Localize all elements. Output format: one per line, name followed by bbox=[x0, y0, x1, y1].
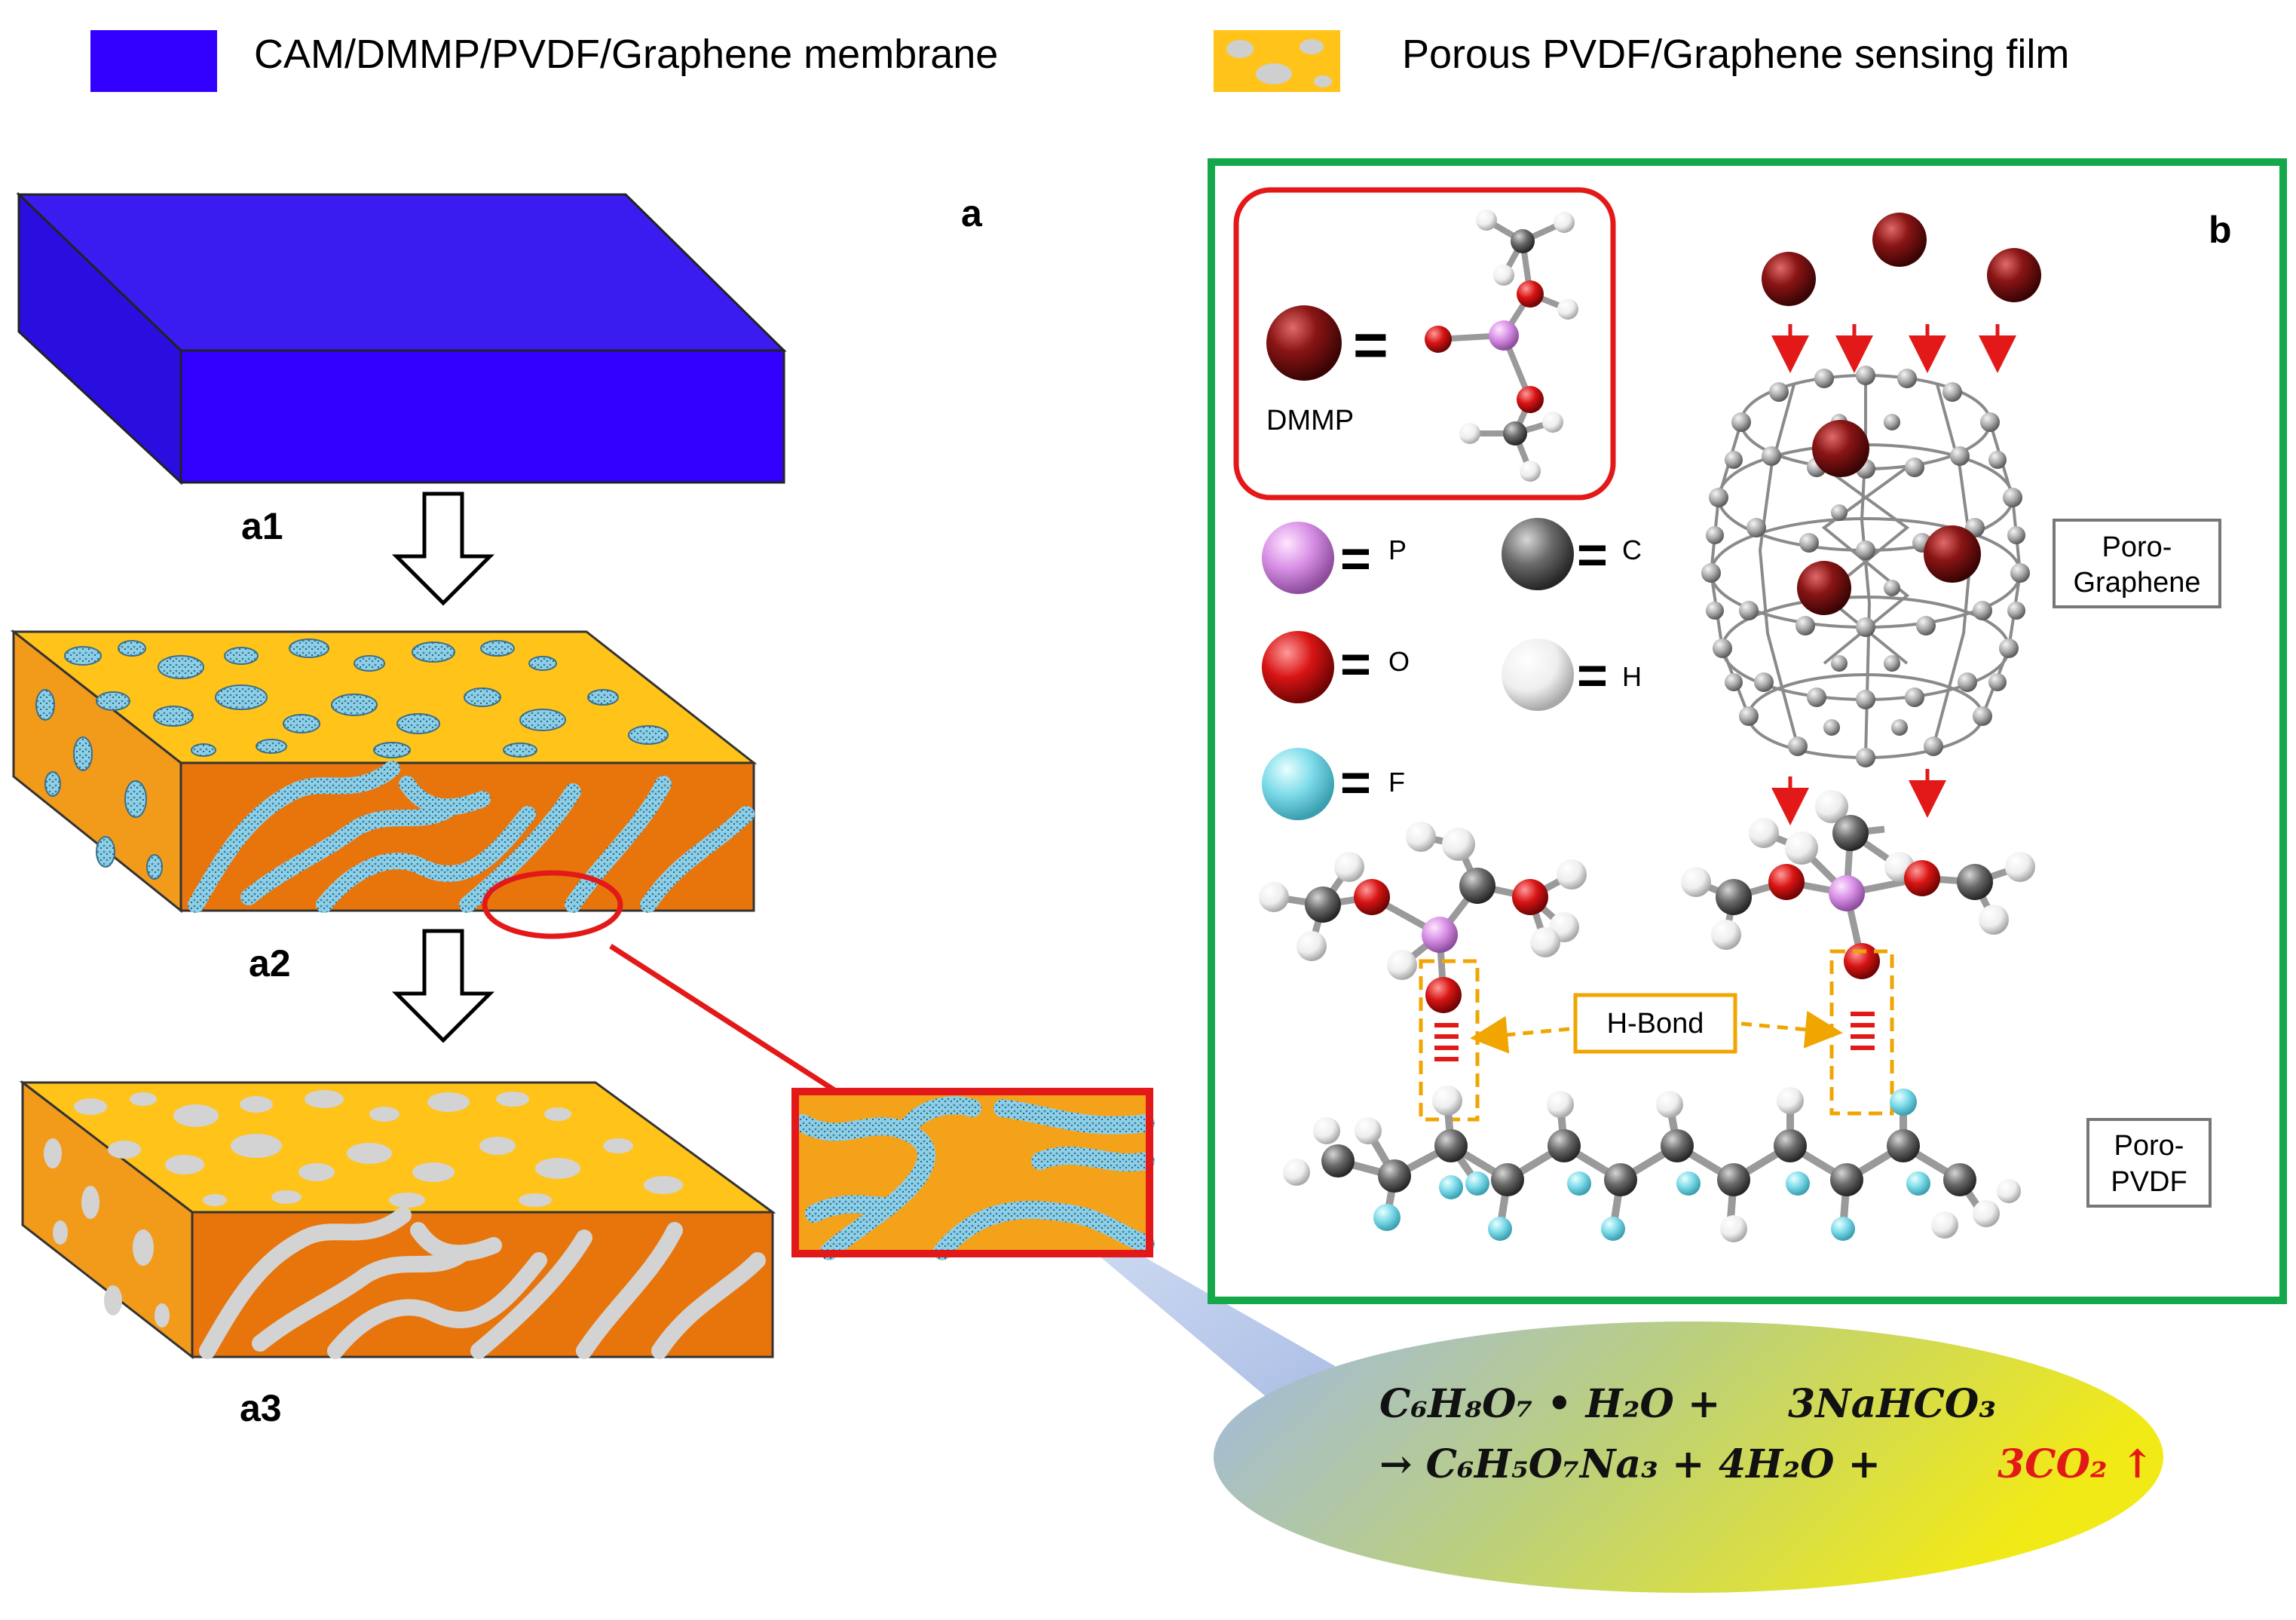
atom-label-o: O bbox=[1388, 646, 1410, 677]
eq-reactant-citric-acid: C₆H₈O₇ • H₂O + bbox=[1379, 1381, 1720, 1427]
svg-text:Graphene: Graphene bbox=[2073, 567, 2200, 599]
atom-label-f: F bbox=[1388, 767, 1405, 798]
svg-text:Poro-: Poro- bbox=[2102, 531, 2172, 563]
dmmp-molecule-icon bbox=[1425, 210, 1578, 482]
dmmp-label: DMMP bbox=[1266, 405, 1354, 436]
adsorbed-dmmp bbox=[1812, 420, 1869, 477]
block-a2-composite bbox=[10, 629, 758, 914]
adsorbed-dmmp bbox=[1924, 525, 1981, 583]
label-a2: a2 bbox=[249, 942, 291, 985]
phosphorus-atom-icon bbox=[1262, 522, 1334, 594]
eq-product-water: 4H₂O + bbox=[1719, 1441, 1881, 1487]
panel-b-title: b bbox=[2209, 209, 2232, 251]
eq-product-sodium-citrate: → C₆H₅O₇Na₃ + bbox=[1379, 1441, 1705, 1487]
zoom-inset-pores bbox=[791, 1088, 1155, 1260]
legend-swatch-membrane bbox=[90, 30, 217, 92]
dmmp-molecule-left bbox=[1259, 822, 1587, 1013]
incoming-dmmp-molecules bbox=[1762, 213, 2041, 825]
eq-product-co2: 3CO₂ ↑ bbox=[1998, 1441, 2154, 1487]
dmmp-definition-box bbox=[1233, 187, 1616, 501]
svg-text:=: = bbox=[1577, 525, 1608, 584]
oxygen-atom-icon bbox=[1262, 631, 1334, 703]
atom-label-h: H bbox=[1622, 661, 1642, 692]
fluorine-atom-icon bbox=[1262, 748, 1334, 820]
legend-label-membrane: CAM/DMMP/PVDF/Graphene membrane bbox=[254, 32, 998, 77]
label-a3: a3 bbox=[240, 1387, 282, 1429]
svg-text:=: = bbox=[1340, 635, 1371, 694]
down-arrow-icon bbox=[391, 929, 495, 1043]
poro-graphene-label-box: Poro- Graphene bbox=[2053, 519, 2221, 608]
down-arrow-icon bbox=[391, 492, 495, 606]
zoom-connector-line bbox=[609, 944, 838, 1094]
atom-label-c: C bbox=[1622, 534, 1642, 565]
hbond-label: H-Bond bbox=[1607, 1008, 1704, 1040]
adsorbed-dmmp bbox=[1797, 561, 1851, 615]
legend: CAM/DMMP/PVDF/Graphene membrane Porous P… bbox=[90, 30, 2069, 92]
block-a1-membrane bbox=[16, 191, 787, 485]
block-a3-porous-film bbox=[19, 1079, 776, 1360]
panel-a-title: a bbox=[961, 192, 983, 234]
zoom-highlight-circle bbox=[482, 870, 623, 939]
equals-sign: = bbox=[1353, 311, 1388, 378]
atom-legend: = P = C = O = H = F bbox=[1262, 518, 1642, 820]
legend-swatch-porous-film bbox=[1214, 30, 1340, 92]
pvdf-chain bbox=[1283, 1086, 2021, 1242]
label-a1: a1 bbox=[241, 505, 283, 547]
svg-text:PVDF: PVDF bbox=[2111, 1166, 2187, 1198]
atom-label-p: P bbox=[1388, 534, 1407, 565]
carbon-atom-icon bbox=[1502, 518, 1574, 590]
hydrogen-atom-icon bbox=[1502, 639, 1574, 711]
poro-graphene-cage bbox=[1701, 366, 2030, 767]
eq-reactant-nahco3: 3NaHCO₃ bbox=[1788, 1381, 1996, 1427]
hbond-indicators: H-Bond bbox=[1419, 949, 1894, 1122]
panel-b-frame bbox=[1208, 158, 2287, 1304]
dmmp-sphere-icon bbox=[1266, 305, 1342, 381]
legend-label-porous-film: Porous PVDF/Graphene sensing film bbox=[1402, 32, 2069, 77]
equation-bubble: C₆H₈O₇ • H₂O + 3NaHCO₃ → C₆H₅O₇Na₃ + 4H₂… bbox=[1214, 1321, 2163, 1593]
poro-pvdf-label-box: Poro- PVDF bbox=[2086, 1118, 2212, 1208]
svg-text:=: = bbox=[1340, 753, 1371, 812]
hbond-label-box bbox=[1573, 993, 1737, 1054]
svg-text:=: = bbox=[1577, 646, 1608, 705]
svg-text:Poro-: Poro- bbox=[2114, 1130, 2184, 1162]
svg-text:=: = bbox=[1340, 529, 1371, 588]
